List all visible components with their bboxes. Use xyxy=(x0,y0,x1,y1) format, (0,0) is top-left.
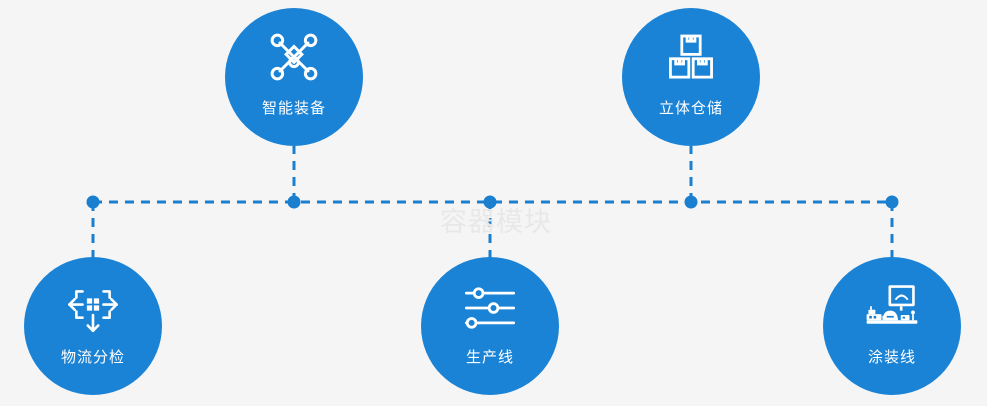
node-stereo-warehouse[interactable]: 立体仓储 xyxy=(622,8,760,146)
junction-dot-smart-equipment[interactable] xyxy=(287,195,301,209)
junction-dot-painting-line[interactable] xyxy=(885,195,899,209)
junction-dot-logistics-sorting[interactable] xyxy=(86,195,100,209)
node-logistics-sorting[interactable]: 物流分检 xyxy=(24,257,162,395)
junction-dot-stereo-warehouse[interactable] xyxy=(684,195,698,209)
node-label-stereo-warehouse: 立体仓储 xyxy=(658,99,723,117)
sorting-arrows-icon xyxy=(68,290,118,333)
watermark-text: 容器模块 xyxy=(440,207,552,238)
node-smart-equipment[interactable]: 智能装备 xyxy=(225,8,363,146)
node-production-line[interactable]: 生产线 xyxy=(421,257,559,395)
sliders-icon xyxy=(464,287,516,329)
node-label-painting-line: 涂装线 xyxy=(867,348,916,366)
node-painting-line[interactable]: 涂装线 xyxy=(823,257,961,395)
stacked-boxes-icon xyxy=(669,34,713,79)
node-label-production-line: 生产线 xyxy=(465,348,514,366)
network-nodes-icon xyxy=(270,33,318,81)
node-label-smart-equipment: 智能装备 xyxy=(261,99,326,117)
factory-machine-icon xyxy=(866,285,918,324)
node-label-logistics-sorting: 物流分检 xyxy=(60,348,125,366)
